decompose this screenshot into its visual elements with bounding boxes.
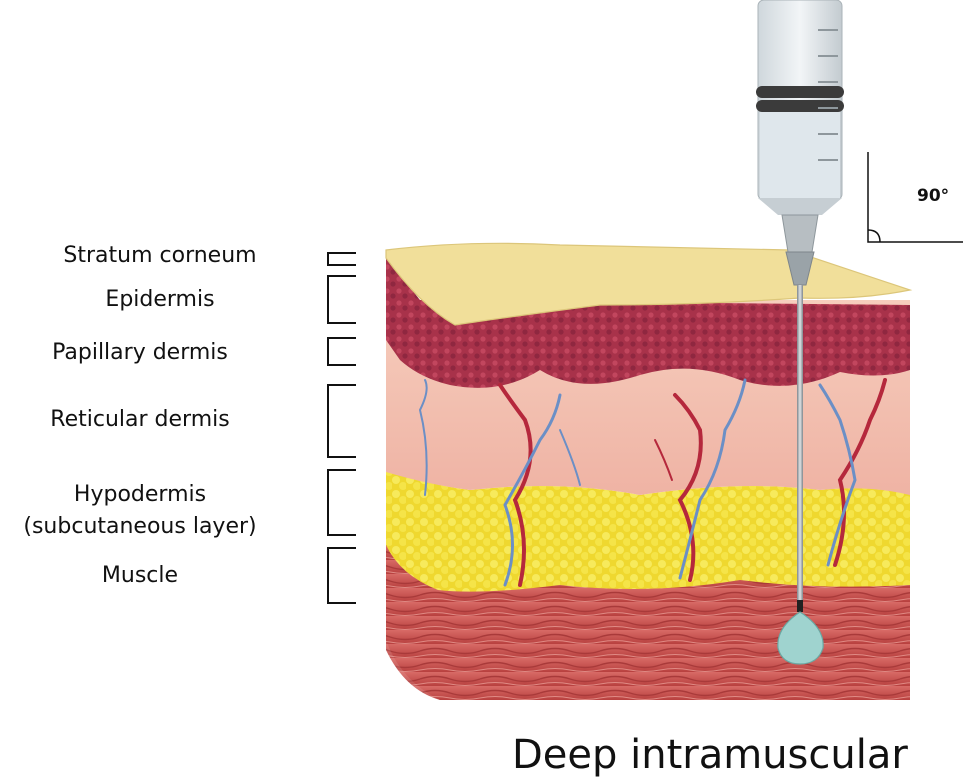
label-muscle: Muscle: [0, 563, 280, 589]
label-reticular-dermis: Reticular dermis: [0, 407, 280, 433]
bracket-epidermis: [328, 276, 356, 323]
label-stratum-corneum: Stratum corneum: [20, 243, 300, 269]
plunger-seal-2: [756, 100, 844, 112]
needle: [797, 285, 803, 610]
bracket-muscle: [328, 548, 356, 603]
needle-hub: [782, 215, 818, 252]
syringe-fluid: [760, 108, 840, 200]
bracket-reticular-dermis: [328, 385, 356, 457]
label-epidermis: Epidermis: [20, 287, 300, 313]
label-hypodermis: Hypodermis: [0, 482, 280, 508]
bracket-papillary-dermis: [328, 338, 356, 365]
syringe-tip: [758, 198, 842, 215]
plunger-seal-1: [756, 86, 844, 98]
diagram-caption: Deep intramuscular: [512, 732, 908, 778]
label-papillary-dermis: Papillary dermis: [0, 340, 280, 366]
bracket-hypodermis: [328, 470, 356, 535]
layer-brackets: [328, 253, 356, 603]
angle-label: 90°: [917, 186, 949, 206]
bracket-stratum-corneum: [328, 253, 356, 265]
label-subcutaneous-layer: (subcutaneous layer): [0, 514, 280, 540]
